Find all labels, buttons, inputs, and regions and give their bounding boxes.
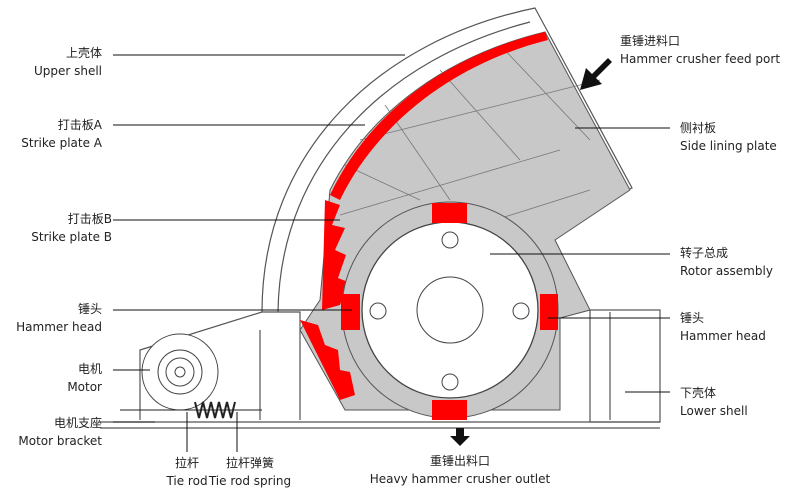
lower-shell — [589, 309, 661, 423]
upper-shell — [261, 7, 633, 313]
hammer-top — [432, 203, 467, 223]
rotor-hub — [416, 276, 484, 344]
strike-plate-b — [322, 200, 348, 310]
hammer-bottom — [432, 400, 467, 420]
tie-rod-spring — [120, 401, 262, 419]
outlet-arrow-icon — [450, 428, 470, 446]
hammer-left — [341, 294, 360, 330]
feed-arrow-icon — [580, 58, 612, 90]
hammer-right — [540, 294, 558, 330]
